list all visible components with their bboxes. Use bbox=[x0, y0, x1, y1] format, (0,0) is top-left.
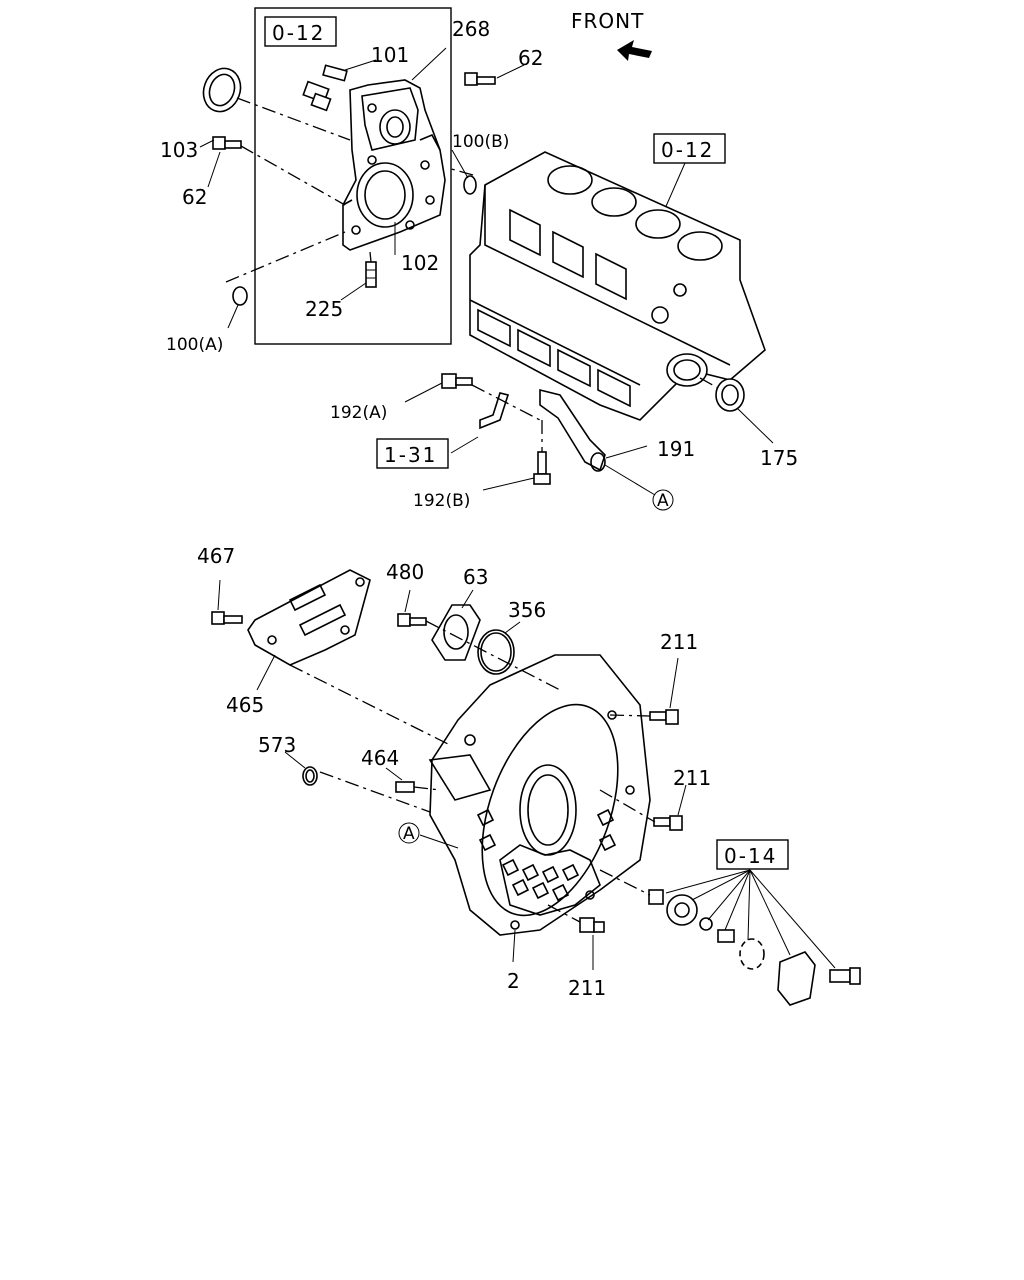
front-label: FRONT bbox=[571, 9, 644, 33]
callout-62-left: 62 bbox=[182, 185, 207, 209]
stud-225 bbox=[365, 261, 377, 288]
o-ring-356 bbox=[477, 629, 515, 675]
callout-211-lower: 211 bbox=[568, 976, 606, 1000]
ref-box-0-12-block: 0-12 bbox=[653, 133, 726, 164]
callout-100b: 100(B) bbox=[452, 132, 509, 152]
bolt-467 bbox=[211, 611, 243, 625]
callout-465: 465 bbox=[226, 693, 264, 717]
bolt-192a bbox=[441, 373, 473, 389]
callout-63: 63 bbox=[463, 565, 488, 589]
bolt-101 bbox=[322, 64, 348, 82]
callout-211-upper: 211 bbox=[660, 630, 698, 654]
callout-356: 356 bbox=[508, 598, 546, 622]
seal-573 bbox=[302, 766, 318, 786]
svg-text:A: A bbox=[403, 824, 415, 844]
bolt-62-left bbox=[212, 136, 242, 150]
callout-100a: 100(A) bbox=[166, 335, 223, 355]
cylinder-block bbox=[469, 151, 766, 421]
svg-text:0-12: 0-12 bbox=[661, 138, 714, 162]
svg-text:0-14: 0-14 bbox=[724, 844, 777, 868]
callout-192b: 192(B) bbox=[413, 491, 470, 511]
front-plate bbox=[342, 79, 446, 251]
bolt-211-middle bbox=[653, 815, 683, 831]
bracket-191 bbox=[539, 388, 606, 472]
flywheel-housing bbox=[428, 654, 651, 936]
gear-assembly-0-14 bbox=[648, 889, 861, 1006]
o-ring-100b bbox=[463, 175, 477, 195]
front-arrow-icon bbox=[617, 40, 652, 61]
callout-480: 480 bbox=[386, 560, 424, 584]
seal-175 bbox=[715, 378, 745, 412]
bolt-62-right bbox=[464, 72, 496, 86]
callout-62-right: 62 bbox=[518, 46, 543, 70]
front-plate-group-frame bbox=[254, 7, 452, 345]
callout-573: 573 bbox=[258, 733, 296, 757]
callout-circle-a-top: A bbox=[652, 489, 674, 511]
bolt-192b bbox=[533, 451, 551, 485]
clip bbox=[479, 392, 510, 430]
pin-464 bbox=[395, 781, 415, 793]
ref-box-0-12-top: 0-12 bbox=[264, 16, 337, 47]
callout-268: 268 bbox=[452, 17, 490, 41]
seal-103 bbox=[202, 67, 242, 113]
callout-2: 2 bbox=[507, 969, 520, 993]
ref-box-0-14: 0-14 bbox=[716, 839, 789, 870]
sensor-101 bbox=[302, 80, 332, 112]
bolt-211-lower bbox=[579, 917, 605, 933]
svg-text:1-31: 1-31 bbox=[384, 443, 437, 467]
callout-102: 102 bbox=[401, 251, 439, 275]
plate-465 bbox=[247, 569, 371, 666]
ref-box-1-31: 1-31 bbox=[376, 438, 449, 469]
bolt-211-upper bbox=[649, 709, 679, 725]
callout-175: 175 bbox=[760, 446, 798, 470]
callout-467: 467 bbox=[197, 544, 235, 568]
svg-text:0-12: 0-12 bbox=[272, 21, 325, 45]
bolt-480 bbox=[397, 613, 427, 627]
callout-211-middle: 211 bbox=[673, 766, 711, 790]
callout-192a: 192(A) bbox=[330, 403, 387, 423]
callout-225: 225 bbox=[305, 297, 343, 321]
callout-101: 101 bbox=[371, 43, 409, 67]
svg-text:A: A bbox=[657, 491, 669, 511]
callout-circle-a-bottom: A bbox=[398, 822, 420, 844]
o-ring-100a bbox=[232, 286, 248, 306]
callout-464: 464 bbox=[361, 746, 399, 770]
ref-0-14-leader-fan bbox=[665, 869, 836, 969]
callout-191: 191 bbox=[657, 437, 695, 461]
callout-103: 103 bbox=[160, 138, 198, 162]
gasket-63 bbox=[431, 604, 481, 661]
